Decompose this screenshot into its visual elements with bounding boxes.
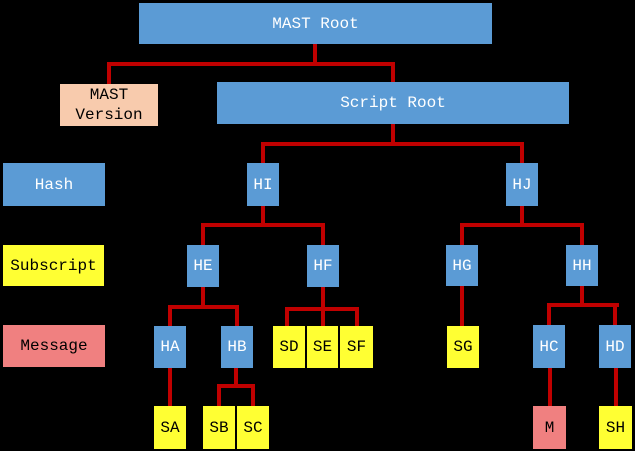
node-hf: HF	[307, 245, 339, 287]
connector-to-he	[201, 225, 205, 245]
connector-hh-branch	[547, 303, 619, 307]
node-sh: SH	[599, 406, 632, 449]
node-hb: HB	[221, 326, 253, 368]
node-sf: SF	[340, 326, 373, 368]
connector-to-sc	[251, 386, 255, 406]
node-sd: SD	[273, 326, 305, 368]
connector-mastroot-branch	[107, 62, 395, 66]
connector-hi-drop	[261, 206, 265, 225]
connector-ha-to-sa	[168, 368, 172, 406]
node-hh: HH	[566, 245, 598, 286]
node-sa: SA	[154, 406, 186, 449]
legend-message: Message	[3, 325, 105, 367]
connector-to-sb	[217, 386, 221, 406]
node-mast-root: MAST Root	[139, 3, 492, 44]
connector-hc-to-m	[548, 368, 552, 406]
connector-hb-drop	[234, 368, 238, 386]
connector-hf-drop	[321, 287, 325, 309]
connector-he-branch	[168, 305, 239, 309]
connector-hj-drop	[520, 206, 524, 225]
node-se: SE	[307, 326, 338, 368]
connector-to-sd	[285, 309, 289, 326]
connector-hh-drop	[580, 286, 584, 305]
connector-to-hg	[460, 225, 464, 245]
node-script-root: Script Root	[217, 82, 569, 124]
connector-scriptroot-branch	[261, 142, 524, 146]
node-sb: SB	[203, 406, 235, 449]
connector-to-hd	[613, 305, 617, 325]
connector-hj-branch	[460, 223, 584, 227]
connector-to-hj	[520, 144, 524, 163]
connector-hg-to-sg	[460, 286, 464, 326]
node-he: HE	[187, 245, 219, 287]
node-mast-version: MAST Version	[60, 84, 158, 126]
connector-to-hb	[235, 307, 239, 326]
connector-hi-branch	[201, 223, 325, 227]
connector-scriptroot-drop	[391, 124, 395, 144]
node-sg: SG	[447, 326, 479, 368]
connector-to-hc	[547, 305, 551, 325]
connector-mastroot-drop	[313, 44, 317, 64]
node-hi: HI	[247, 163, 279, 206]
node-m: M	[533, 406, 566, 449]
connector-hd-to-sh	[614, 368, 618, 406]
connector-to-ha	[168, 307, 172, 326]
connector-to-hf	[321, 225, 325, 245]
connector-to-scriptroot	[391, 64, 395, 82]
connector-he-drop	[201, 287, 205, 307]
node-hj: HJ	[506, 163, 538, 206]
node-hg: HG	[446, 245, 478, 286]
node-hd: HD	[599, 325, 631, 368]
connector-to-sf	[355, 309, 359, 326]
connector-to-mastversion	[107, 64, 111, 84]
connector-hb-branch	[217, 384, 255, 388]
connector-to-hh	[580, 225, 584, 245]
legend-subscript: Subscript	[3, 245, 104, 286]
node-sc: SC	[237, 406, 269, 449]
node-hc: HC	[533, 325, 565, 368]
connector-to-se	[321, 309, 325, 326]
node-ha: HA	[154, 326, 186, 368]
connector-to-hi	[261, 144, 265, 163]
legend-hash: Hash	[3, 163, 105, 206]
